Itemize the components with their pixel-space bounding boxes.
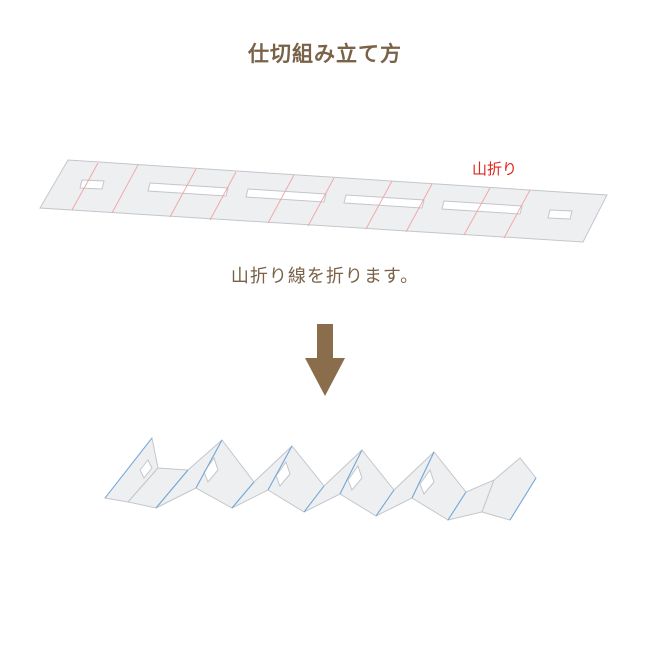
end-tab-right <box>481 457 537 521</box>
mountain-fold-lines <box>71 162 531 239</box>
slot <box>139 459 153 479</box>
fold-line <box>209 171 237 221</box>
mountain-fold-label: 山折り <box>472 160 518 178</box>
fold-edges <box>104 437 537 521</box>
page-title: 仕切組み立て方 <box>248 42 402 66</box>
slot <box>245 188 327 203</box>
slot <box>79 179 105 190</box>
fold-line <box>365 180 393 230</box>
slot <box>343 194 425 209</box>
fold-line <box>307 177 335 227</box>
slot <box>419 468 435 495</box>
slot <box>147 182 229 197</box>
fold-line <box>267 174 295 224</box>
arrow-head <box>305 358 345 396</box>
fold-line <box>169 168 197 218</box>
fold-line <box>503 189 531 239</box>
sheet-shape <box>39 159 608 243</box>
fold-line <box>405 183 433 233</box>
slot <box>347 464 363 491</box>
arrow-shaft <box>317 324 333 360</box>
fold-line <box>463 187 491 236</box>
slot <box>547 209 573 220</box>
fold-line <box>111 164 139 214</box>
instruction-text: 山折り線を折ります。 <box>230 266 420 287</box>
slot <box>203 456 219 483</box>
fold-line <box>71 162 99 211</box>
slot <box>441 200 523 215</box>
slot <box>275 460 291 487</box>
